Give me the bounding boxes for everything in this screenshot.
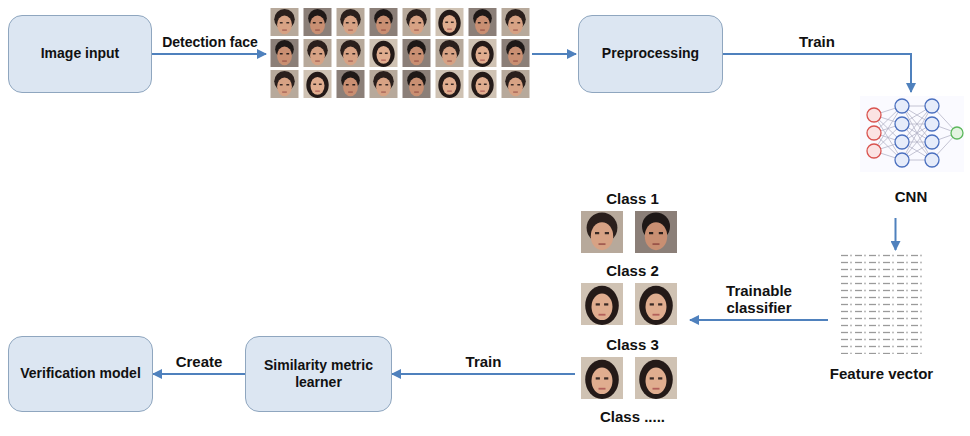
input-neuron (867, 144, 881, 158)
face-photo (502, 70, 530, 98)
network-picture (860, 96, 964, 172)
face-photo (304, 39, 332, 67)
flow-arrow (895, 218, 897, 250)
flow-arrow (392, 373, 575, 375)
network-figure: CNN (856, 92, 966, 218)
class-group: Class 1 Class 2 Class 3 Class ..... (575, 190, 690, 434)
figure-caption: CNN (856, 188, 966, 205)
face-photo (370, 70, 398, 98)
feature-figure: Feature vector (828, 250, 935, 420)
class-faces (581, 211, 677, 399)
hidden-neuron (895, 117, 909, 131)
face-photo (271, 8, 299, 36)
face-photo (469, 70, 497, 98)
arrow-label: Create (176, 353, 223, 370)
face-photo (635, 357, 677, 399)
face-photo (436, 70, 464, 98)
class-label: Class 1 (575, 190, 690, 207)
hidden-neuron (895, 135, 909, 149)
face-photo (370, 39, 398, 67)
arrow-label: Train (466, 353, 502, 370)
hidden-neuron (925, 135, 939, 149)
process-box: Similarity metric learner (245, 336, 392, 412)
flow-line (532, 53, 576, 55)
face-photo (502, 8, 530, 36)
face-photo (581, 357, 623, 399)
hidden-neuron (895, 99, 909, 113)
hidden-neuron (925, 153, 939, 167)
face-photo (403, 39, 431, 67)
face-photo (436, 39, 464, 67)
face-photo (271, 70, 299, 98)
face-photo (502, 39, 530, 67)
arrow-label: Detection face (162, 34, 258, 50)
flow-arrow (723, 54, 911, 92)
process-box: Preprocessing (578, 15, 723, 93)
hidden-neuron (925, 117, 939, 131)
face-photo (403, 70, 431, 98)
hidden-neuron (895, 153, 909, 167)
face-photo (436, 8, 464, 36)
input-neuron (867, 126, 881, 140)
box-label: Image input (41, 45, 120, 63)
face-photo (337, 70, 365, 98)
face-photo (370, 8, 398, 36)
face-photo (469, 8, 497, 36)
face-photo (304, 8, 332, 36)
output-neuron (951, 127, 963, 139)
face-photo (581, 211, 623, 253)
flow-arrow (690, 319, 828, 321)
arrow-label: Trainable classifier (709, 282, 809, 317)
face-photo (581, 283, 623, 325)
hidden-neuron (925, 99, 939, 113)
box-label: Preprocessing (602, 45, 699, 63)
face-grid (271, 8, 530, 98)
face-photo (304, 70, 332, 98)
face-photo (635, 211, 677, 253)
flow-line (152, 53, 266, 55)
network-links (902, 106, 932, 160)
feature-vector-picture (838, 254, 924, 354)
process-box: Verification model (8, 336, 153, 412)
flow-arrow (153, 373, 245, 375)
box-label: Verification model (20, 365, 141, 383)
figure-caption: Feature vector (828, 365, 935, 382)
class-label: Class 2 (575, 262, 690, 279)
class-label: Class ..... (575, 408, 690, 425)
face-photo (403, 8, 431, 36)
class-label: Class 3 (575, 336, 690, 353)
box-label: Similarity metric learner (256, 357, 381, 392)
input-neuron (867, 108, 881, 122)
network-ground (860, 96, 964, 172)
face-photo (635, 283, 677, 325)
arrow-label: Train (799, 33, 835, 50)
face-photo (271, 39, 299, 67)
process-box: Image input (8, 15, 152, 93)
face-photo (337, 8, 365, 36)
face-photo (469, 39, 497, 67)
face-photo (337, 39, 365, 67)
